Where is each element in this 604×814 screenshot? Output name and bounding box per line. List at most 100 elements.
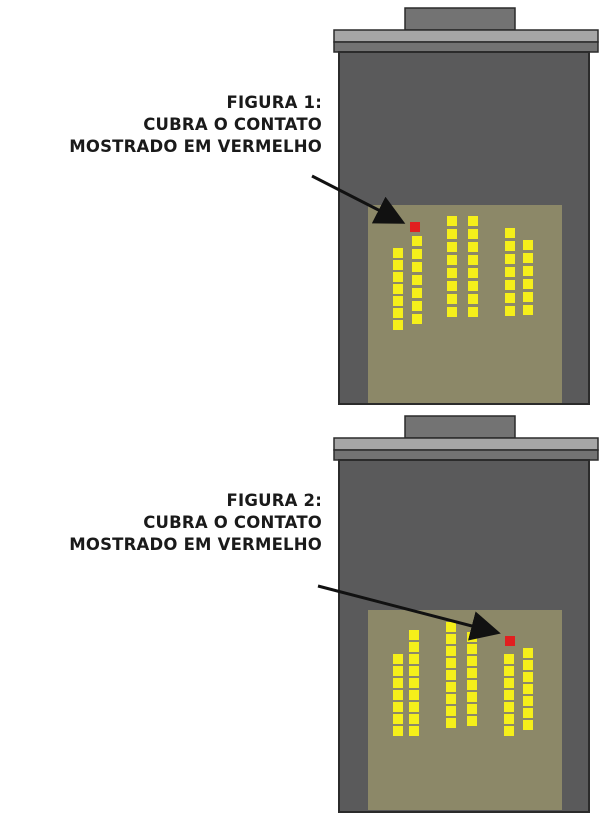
contact-yellow [505,241,515,251]
contact-yellow [412,301,422,311]
caption-1: FIGURA 1: CUBRA O CONTATO MOSTRADO EM VE… [69,92,322,158]
pointer-arrow [311,174,406,224]
caption-1-title: FIGURA 1: [226,93,322,112]
contact-yellow [446,658,456,668]
contact-yellow [446,622,456,632]
contact-yellow [523,253,533,263]
contact-yellow [409,630,419,640]
contact-yellow [523,648,533,658]
cartridge-diagram-1 [311,7,599,405]
contact-yellow [446,694,456,704]
contact-yellow [409,714,419,724]
contact-red [505,636,515,646]
contact-yellow [504,654,514,664]
contact-yellow [446,682,456,692]
contact-yellow [393,296,403,306]
contact-yellow [393,678,403,688]
pointer-arrow [317,584,501,641]
contact-yellow [504,666,514,676]
contact-yellow [409,702,419,712]
contact-yellow [468,281,478,291]
contact-yellow [504,702,514,712]
contact-yellow [468,255,478,265]
contact-yellow [393,308,403,318]
contact-yellow [504,690,514,700]
contact-yellow [467,656,477,666]
cartridge-cap-strip [333,437,599,451]
contact-yellow [505,280,515,290]
contact-yellow [393,260,403,270]
contact-yellow [446,718,456,728]
contact-yellow [409,726,419,736]
contact-yellow [393,248,403,258]
contact-yellow [523,240,533,250]
caption-2: FIGURA 2: CUBRA O CONTATO MOSTRADO EM VE… [69,490,322,556]
contact-yellow [505,293,515,303]
contact-yellow [393,690,403,700]
contact-yellow [393,666,403,676]
contact-yellow [447,242,457,252]
cartridge-cap-band [333,41,599,53]
contact-yellow [393,726,403,736]
cartridge-cap-knob [404,415,516,439]
caption-2-line2: CUBRA O CONTATO [143,513,322,532]
contact-yellow [523,696,533,706]
caption-1-line2: CUBRA O CONTATO [143,115,322,134]
contact-yellow [523,672,533,682]
contact-yellow [412,249,422,259]
cartridge-cap-strip [333,29,599,43]
contact-yellow [505,306,515,316]
contact-yellow [523,305,533,315]
contact-yellow [523,684,533,694]
contact-yellow [468,294,478,304]
contact-yellow [447,307,457,317]
caption-2-title: FIGURA 2: [226,491,322,510]
contact-yellow [447,255,457,265]
contact-yellow [447,294,457,304]
contact-yellow [446,634,456,644]
caption-2-line3: MOSTRADO EM VERMELHO [69,535,322,554]
contact-yellow [468,216,478,226]
contact-yellow [412,262,422,272]
contact-yellow [446,670,456,680]
contact-yellow [409,654,419,664]
contact-yellow [468,229,478,239]
contact-yellow [393,284,403,294]
contact-yellow [504,678,514,688]
contact-yellow [467,692,477,702]
contact-yellow [412,288,422,298]
contact-yellow [409,678,419,688]
contact-yellow [446,706,456,716]
contact-yellow [504,714,514,724]
contact-yellow [523,292,533,302]
contact-yellow [468,268,478,278]
contact-yellow [447,216,457,226]
cartridge-cap-band [333,449,599,461]
cartridge-cap-knob [404,7,516,31]
contact-yellow [523,660,533,670]
contact-yellow [505,254,515,264]
contact-yellow [468,307,478,317]
contact-yellow [447,281,457,291]
contact-yellow [393,714,403,724]
contact-yellow [467,644,477,654]
figure-2: FIGURA 2: CUBRA O CONTATO MOSTRADO EM VE… [0,410,604,814]
figure-1: FIGURA 1: CUBRA O CONTATO MOSTRADO EM VE… [69,7,599,405]
contact-yellow [467,668,477,678]
contact-yellow [467,632,477,642]
contact-yellow [412,314,422,324]
contact-yellow [447,268,457,278]
contact-yellow [523,266,533,276]
contact-yellow [505,267,515,277]
contact-yellow [446,646,456,656]
contact-yellow [393,272,403,282]
contact-red [410,222,420,232]
contact-yellow [523,279,533,289]
contact-yellow [409,642,419,652]
contact-yellow [467,680,477,690]
contact-yellow [393,702,403,712]
caption-1-line3: MOSTRADO EM VERMELHO [69,137,322,156]
cartridge-diagram-2 [317,415,599,813]
contact-yellow [409,690,419,700]
contact-yellow [523,720,533,730]
